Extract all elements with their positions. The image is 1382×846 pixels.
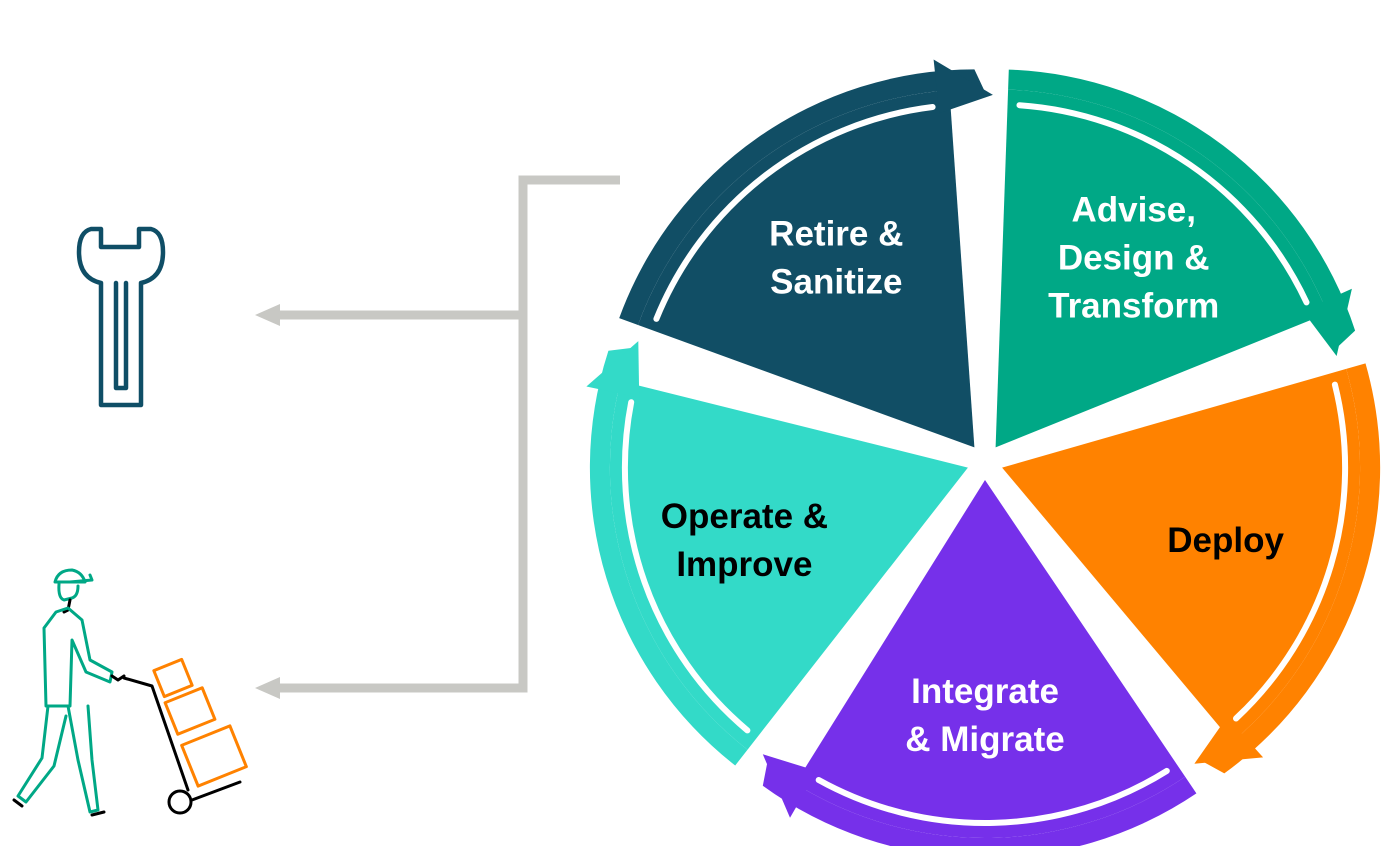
segment-deploy-wedge — [1002, 368, 1361, 742]
segment-deploy-label-line: Deploy — [1167, 521, 1284, 560]
segment-advise-arrowhead — [1302, 288, 1352, 356]
segment-integrate-arrowhead — [762, 754, 817, 818]
segment-retire-rim — [619, 69, 987, 326]
segment-advise-rim — [1008, 69, 1356, 351]
boxes-icon — [152, 657, 248, 788]
segment-operate-label-line: Improve — [676, 545, 812, 584]
segment-deploy: Deploy — [1002, 363, 1381, 774]
arrowhead-to-delivery — [255, 677, 280, 699]
segment-operate-arrowhead — [586, 341, 640, 398]
segment-retire-label-line: Retire & — [769, 214, 903, 253]
arrowhead-to-wrench — [255, 304, 280, 326]
hand-truck-icon — [12, 674, 242, 817]
segment-retire-wedge — [638, 90, 975, 448]
segment-integrate-arc — [815, 767, 1170, 826]
segment-integrate-wedge — [795, 480, 1186, 839]
wrench-icon — [76, 226, 166, 408]
segment-integrate-label-line: Integrate — [911, 672, 1059, 711]
segment-operate-arc — [621, 399, 751, 734]
delivery-person-icon — [12, 568, 248, 817]
segment-advise-label-line: Design & — [1058, 238, 1210, 277]
segment-integrate: Integrate & Migrate — [762, 480, 1197, 846]
segment-advise-wedge — [995, 89, 1328, 448]
neck-icon — [62, 598, 72, 614]
segment-operate-label-line: Operate & — [661, 497, 828, 536]
segment-advise-label-line: Transform — [1048, 286, 1219, 325]
connector-trunk — [275, 175, 620, 693]
segment-deploy-rim — [1198, 363, 1381, 774]
segment-retire-arrowhead — [933, 59, 993, 114]
segment-deploy-arrowhead — [1194, 717, 1264, 764]
segment-deploy-arc — [1233, 381, 1349, 722]
segment-operate-wedge — [609, 381, 968, 750]
segment-advise-label-line: Advise, — [1071, 190, 1196, 229]
segment-retire: Retire & Sanitize — [619, 59, 993, 448]
segment-integrate-rim — [762, 757, 1197, 846]
segment-integrate-label-line: & Migrate — [905, 720, 1064, 759]
segment-advise: Advise, Design & Transform — [995, 69, 1356, 448]
segment-advise-arc — [1016, 102, 1310, 306]
body-icon — [16, 606, 114, 814]
segment-retire-arc — [653, 103, 936, 322]
connector-lines — [275, 175, 620, 693]
segment-operate: Operate & Improve — [586, 341, 968, 766]
segment-retire-label-line: Sanitize — [770, 262, 902, 301]
cap-icon — [53, 568, 94, 602]
